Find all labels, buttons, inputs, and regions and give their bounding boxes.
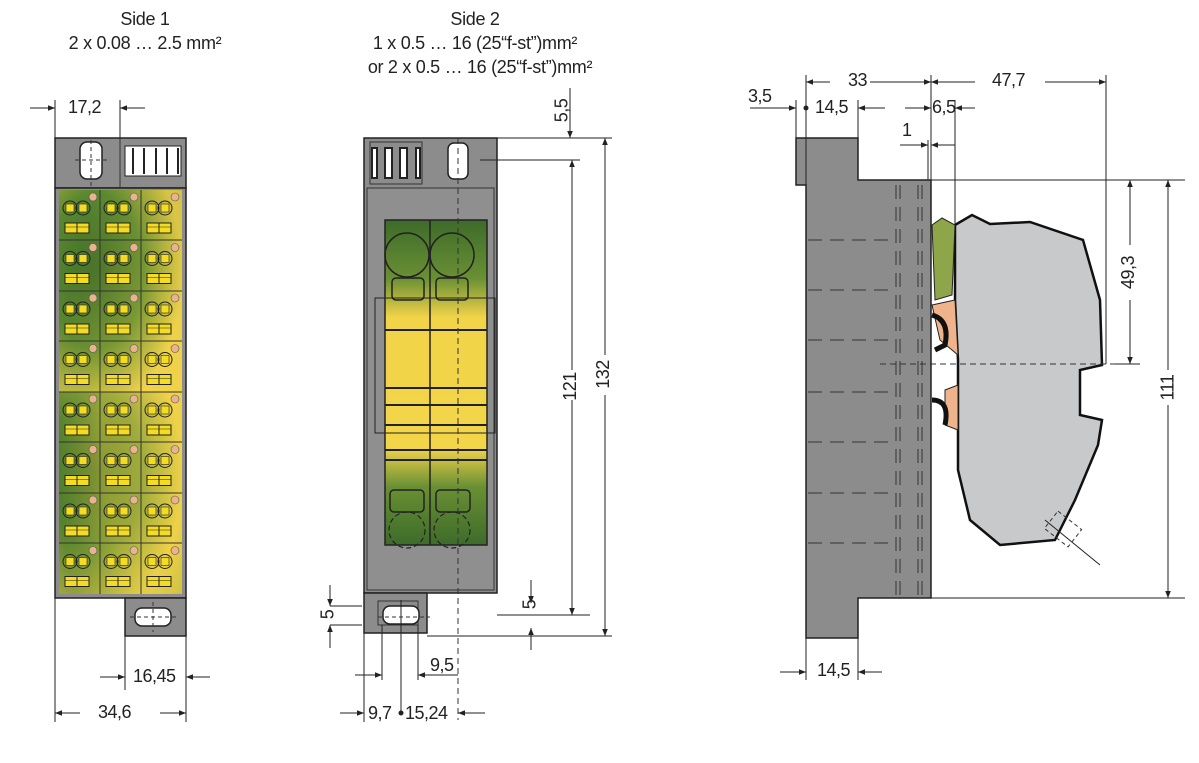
dim-121: 121 [559, 372, 580, 401]
dim-34-6: 34,6 [98, 702, 132, 722]
dim-33: 33 [848, 70, 868, 90]
side1-spec: 2 x 0.08 … 2.5 mm² [68, 33, 222, 53]
dim-14-5-top: 14,5 [815, 97, 849, 117]
dim-111: 111 [1157, 374, 1178, 401]
dim-9-5: 9,5 [430, 655, 454, 675]
side1-title: Side 1 [120, 9, 170, 29]
dim-47-7: 47,7 [992, 70, 1026, 90]
dim-15-24: 15,24 [405, 703, 448, 723]
side-profile-view [750, 75, 1185, 680]
dim-5-5: 5,5 [551, 98, 572, 123]
dim-16-45: 16,45 [133, 666, 176, 686]
dim-132: 132 [592, 360, 613, 389]
side2-view [327, 88, 612, 722]
side2-title: Side 2 [450, 9, 500, 29]
dim-17-2: 17,2 [68, 97, 102, 117]
dim-14-5-bottom: 14,5 [817, 660, 851, 680]
dim-3-5: 3,5 [748, 86, 772, 106]
dim-6-5: 6,5 [932, 97, 956, 117]
side1-terminal-overlay [59, 190, 182, 594]
dim-1: 1 [902, 120, 912, 140]
side2-spec-line2: or 2 x 0.5 … 16 (25“f-st”)mm² [367, 57, 593, 77]
dim-49-3: 49,3 [1118, 255, 1139, 290]
dim-5-left: 5 [317, 609, 338, 620]
side2-spec-line1: 1 x 0.5 … 16 (25“f-st”)mm² [372, 33, 578, 53]
dim-5-right: 5 [519, 599, 540, 610]
terminal-cells-icon [62, 192, 180, 587]
dim-9-7: 9,7 [368, 703, 392, 723]
